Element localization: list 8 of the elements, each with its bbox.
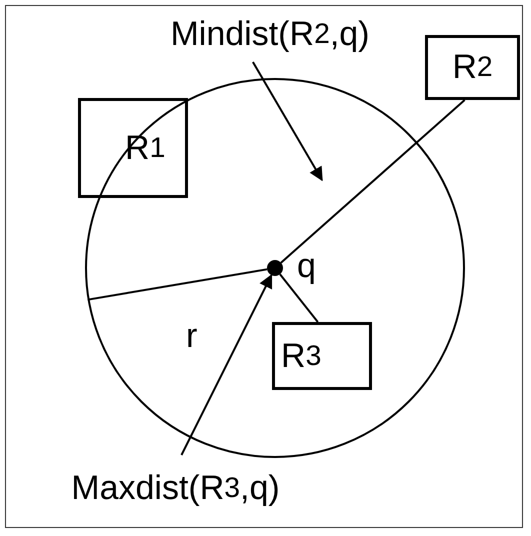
query-point bbox=[267, 260, 283, 276]
connector-line bbox=[279, 274, 319, 323]
point-label: q bbox=[297, 246, 316, 286]
search-circle bbox=[85, 78, 465, 458]
arrow bbox=[180, 274, 272, 456]
arrow bbox=[252, 62, 323, 182]
connector-line bbox=[88, 268, 268, 301]
connector-line bbox=[280, 99, 466, 264]
